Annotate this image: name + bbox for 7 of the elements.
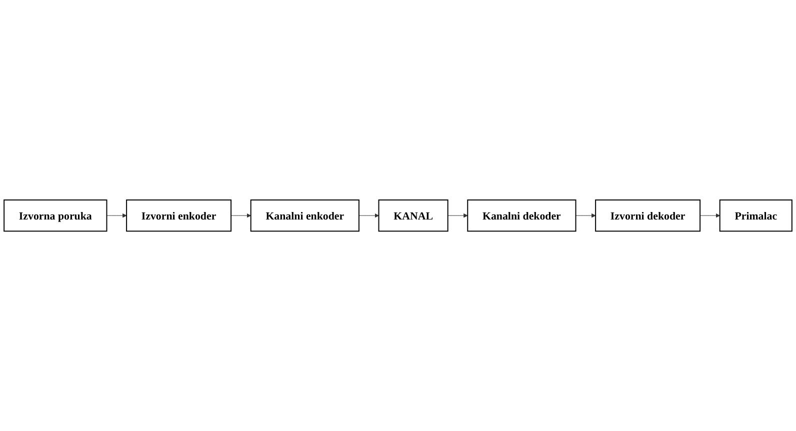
node-box: Izvorna poruka (4, 199, 108, 232)
node-box: Kanalni enkoder (250, 199, 360, 232)
node-box: Kanalni dekoder (467, 199, 576, 232)
node-box: Izvorni dekoder (595, 199, 701, 232)
node-box: KANAL (378, 199, 448, 232)
node-box: Izvorni enkoder (126, 199, 232, 232)
node-box: Primalac (719, 199, 792, 232)
